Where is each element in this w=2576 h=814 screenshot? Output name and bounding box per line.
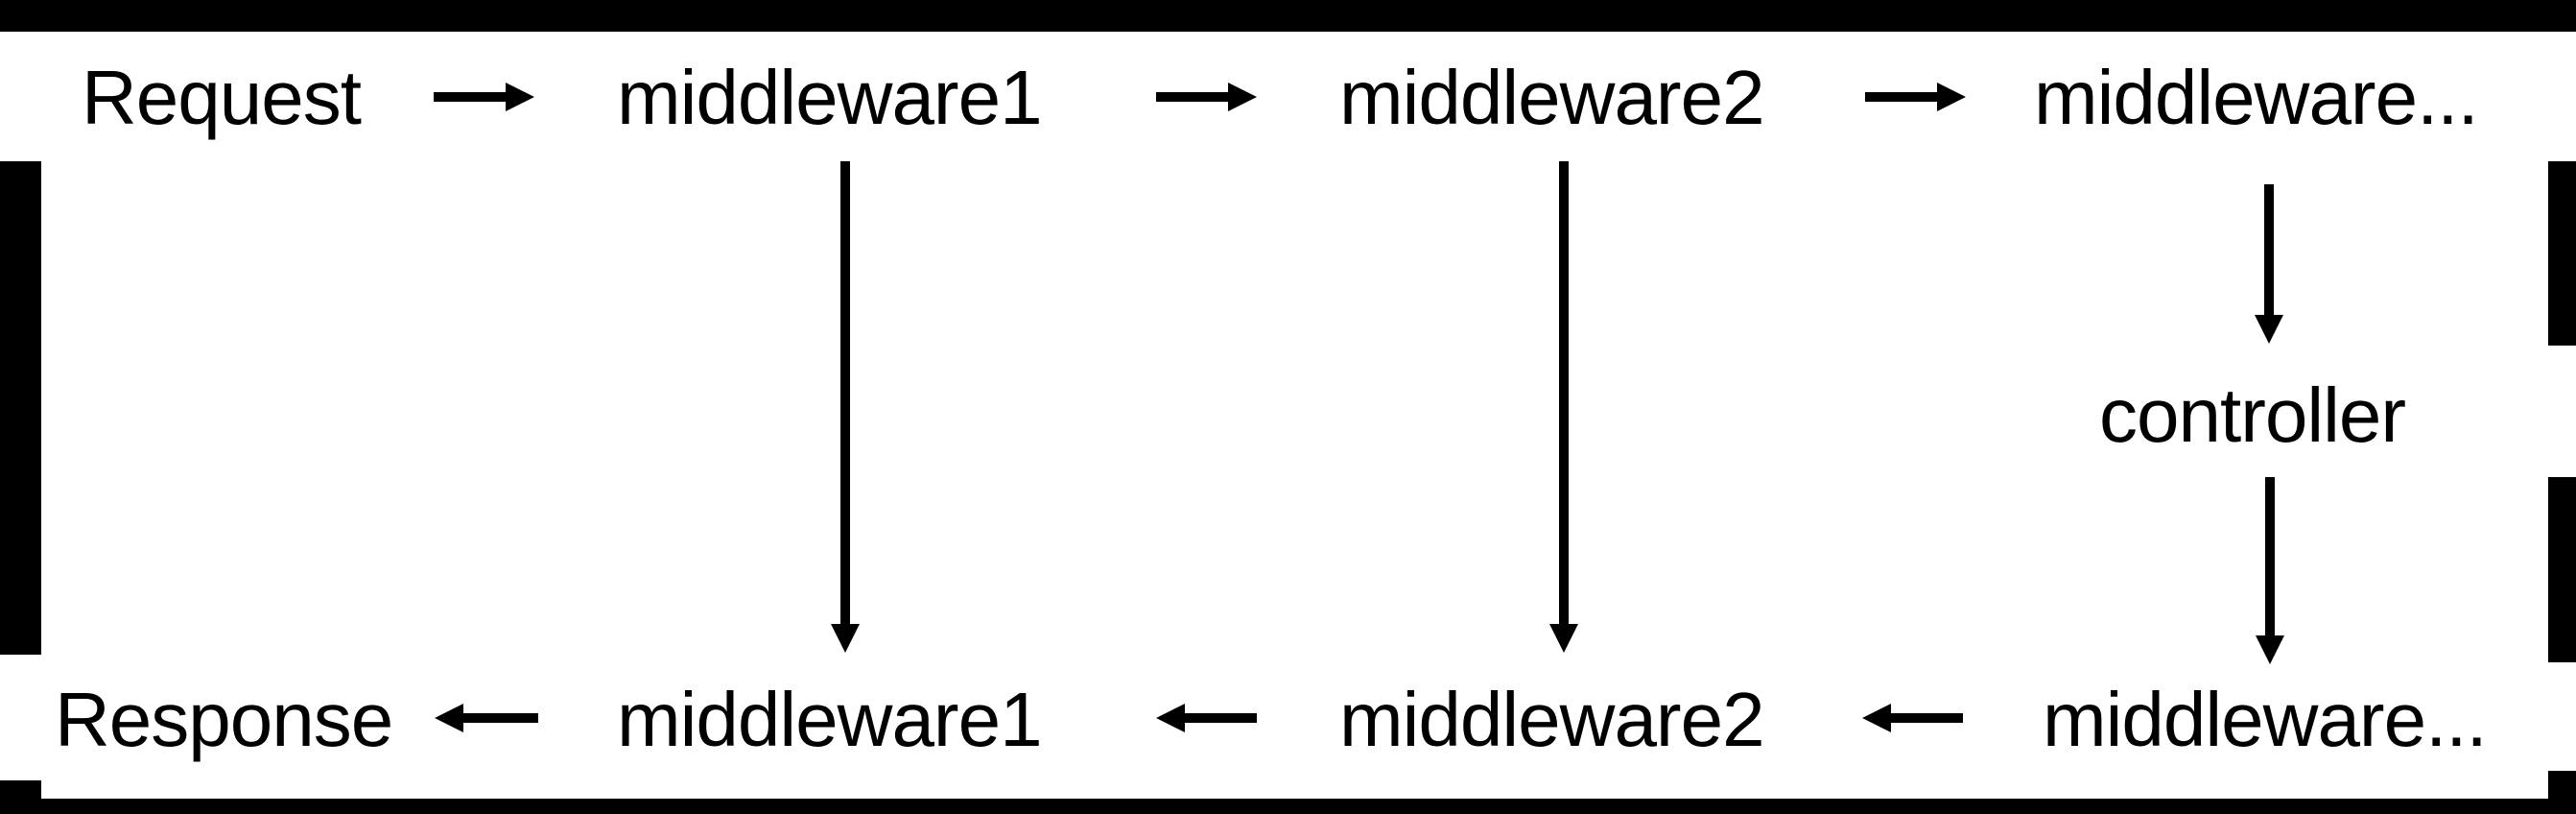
right-edge-tab-top	[2548, 32, 2576, 161]
arrow-tail	[461, 713, 538, 723]
arrow-head	[2256, 635, 2284, 664]
arrow-head	[1156, 704, 1185, 732]
arrow-head	[1549, 624, 1578, 653]
right-edge-tab-middle	[2548, 346, 2576, 477]
arrow-tail	[1182, 713, 1257, 723]
controller-label: controller	[2099, 372, 2406, 458]
arrow-left-icon	[1862, 704, 1963, 732]
middleware-more-top-label: middleware...	[2034, 55, 2479, 140]
arrow-tail	[1888, 713, 1963, 723]
arrow-head	[1937, 83, 1966, 111]
arrow-down-icon	[1548, 161, 1579, 653]
arrow-tail	[1865, 92, 1940, 102]
arrow-tail	[840, 161, 850, 627]
middleware-more-bottom-label: middleware...	[2043, 677, 2488, 762]
arrow-right-icon	[1156, 83, 1257, 111]
arrow-head	[1228, 83, 1257, 111]
arrow-tail	[2265, 477, 2275, 638]
arrow-tail	[1156, 92, 1231, 102]
middleware1-top-label: middleware1	[617, 55, 1043, 140]
response-label: Response	[55, 677, 393, 762]
request-label: Request	[82, 55, 362, 140]
arrow-tail	[1559, 161, 1569, 627]
arrow-down-icon	[830, 161, 861, 653]
slide-main-surface	[41, 32, 2548, 799]
middleware2-top-label: middleware2	[1339, 55, 1765, 140]
arrow-head	[2255, 315, 2283, 344]
arrow-head	[1862, 704, 1891, 732]
arrow-down-icon	[2255, 477, 2285, 664]
arrow-head	[831, 624, 860, 653]
arrow-left-icon	[1156, 704, 1257, 732]
arrow-head	[435, 704, 463, 732]
left-edge-tab-response	[0, 655, 41, 780]
arrow-head	[506, 83, 534, 111]
arrow-right-icon	[1865, 83, 1966, 111]
arrow-tail	[2264, 184, 2274, 318]
arrow-tail	[434, 92, 508, 102]
right-edge-tab-bottom	[2548, 662, 2576, 771]
left-edge-tab-request	[0, 32, 41, 161]
arrow-down-icon	[2254, 184, 2284, 344]
middleware1-bottom-label: middleware1	[617, 677, 1043, 762]
arrow-left-icon	[435, 704, 538, 732]
arrow-right-icon	[434, 83, 534, 111]
middleware2-bottom-label: middleware2	[1339, 677, 1765, 762]
